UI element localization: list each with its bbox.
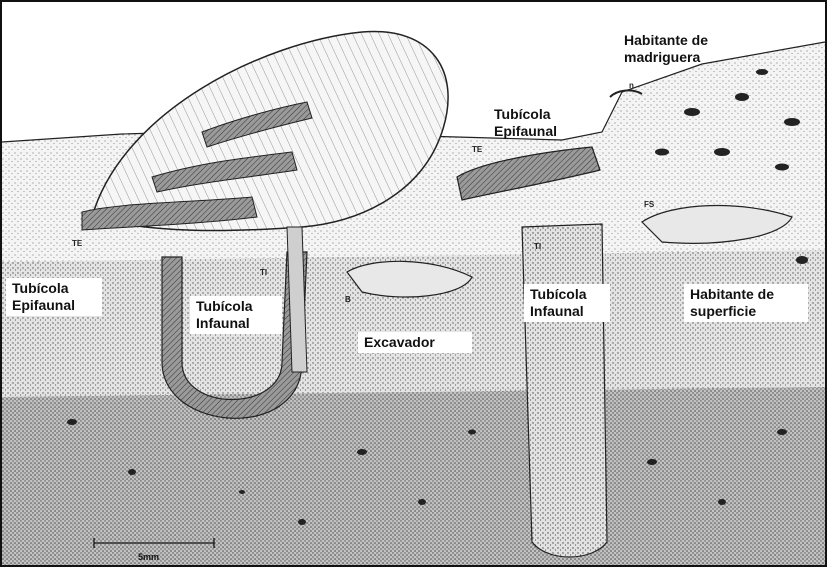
- label-habitante-de-madriguera: Habitante de madriguera: [624, 32, 764, 66]
- code-b: B: [345, 295, 351, 304]
- code-ti-left: TI: [260, 268, 267, 277]
- label-tubicola-infaunal-right: Tubícola Infaunal: [524, 284, 610, 322]
- code-fs: FS: [644, 200, 654, 209]
- vertical-infaunal-tube: [522, 224, 607, 557]
- deep-sediment-layer: [2, 387, 825, 565]
- code-n: n: [629, 81, 634, 90]
- label-tubicola-infaunal-left: Tubícola Infaunal: [190, 296, 282, 334]
- code-te-center: TE: [472, 145, 482, 154]
- label-tubicola-epifaunal-top: Tubícola Epifaunal: [494, 106, 586, 140]
- label-habitante-de-superficie: Habitante de superficie: [684, 284, 808, 322]
- scale-bar-label: 5mm: [138, 552, 159, 562]
- label-tubicola-epifaunal-left: Tubícola Epifaunal: [6, 278, 102, 316]
- code-te-left: TE: [72, 239, 82, 248]
- label-excavador: Excavador: [358, 332, 472, 353]
- code-ti-right: TI: [534, 242, 541, 251]
